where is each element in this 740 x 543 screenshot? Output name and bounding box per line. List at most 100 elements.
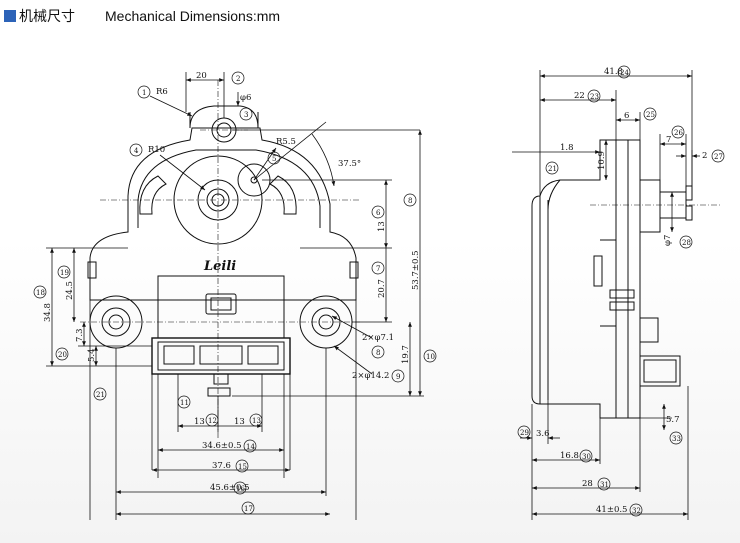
callout-18: 18 — [36, 289, 45, 297]
callout-1: 1 — [142, 89, 146, 97]
connector-slot-1 — [163, 345, 195, 365]
brand-logo-text: Leili — [203, 259, 236, 274]
dim-53-7: 53.7±0.5 — [411, 250, 421, 290]
dim-1-8: 1.8 — [560, 143, 574, 153]
callout-29: 29 — [520, 429, 529, 437]
dim-2xphi7-1: 2×φ7.1 — [362, 333, 394, 343]
left-clip — [87, 261, 97, 279]
callout-32: 32 — [632, 507, 641, 515]
dim-28: 28 — [582, 479, 593, 489]
dim-2: 2 — [702, 151, 707, 161]
callout-2: 2 — [236, 75, 240, 83]
connector-inner — [157, 341, 285, 371]
dim-13-right: 13 — [234, 417, 245, 427]
callout-30: 30 — [582, 453, 591, 461]
dim-angle: 37.5° — [338, 159, 361, 169]
dim-7-3: 7.3 — [75, 328, 85, 342]
right-clip — [349, 261, 359, 279]
center-slot-inner — [210, 297, 232, 311]
callout-12: 12 — [208, 417, 217, 425]
callout-16: 16 — [236, 485, 245, 493]
callout-31: 31 — [600, 481, 609, 489]
callout-28: 28 — [682, 239, 691, 247]
callout-24: 24 — [620, 69, 629, 77]
left-slot — [139, 175, 167, 215]
front-callouts: 1 2 3 4 5 6 7 8 8 9 10 11 12 13 14 15 16… — [33, 71, 437, 515]
callout-14: 14 — [246, 443, 255, 451]
front-view: Leili 20 R6 φ6 R10 R5.5 37.5° 13 53.7±0.… — [33, 71, 437, 520]
callout-26: 26 — [674, 129, 683, 137]
callout-5: 5 — [272, 155, 276, 163]
side-lower-tab — [639, 317, 659, 343]
dim-5-7: 5.7 — [666, 415, 680, 425]
dim-45-6: 45.6±0.5 — [210, 483, 250, 493]
connector-latch — [213, 373, 229, 385]
callout-19: 19 — [60, 269, 69, 277]
side-shaft-tip2 — [685, 205, 693, 221]
header-title-chinese: 机械尺寸 — [19, 9, 75, 25]
right-slot — [269, 175, 297, 215]
side-callouts: 21 23 24 25 26 27 28 29 30 31 32 33 — [517, 65, 725, 517]
dim-24-5: 24.5 — [65, 281, 75, 300]
dim-2xphi14-2: 2×φ14.2 — [352, 371, 389, 381]
header-bullet-icon — [4, 10, 16, 22]
callout-27: 27 — [714, 153, 723, 161]
callout-23: 23 — [590, 93, 599, 101]
connector-housing — [151, 337, 291, 375]
connector-slot-2 — [199, 345, 243, 365]
bottom-tab — [207, 387, 231, 397]
callout-8: 8 — [408, 197, 412, 205]
dim-34-6: 34.6±0.5 — [202, 441, 242, 451]
dim-16-8: 16.8 — [560, 451, 579, 461]
dim-r10: R10 — [148, 145, 165, 155]
dim-13: 13 — [377, 221, 387, 232]
callout-8b: 8 — [376, 349, 380, 357]
side-view: 41.8 22 6 1.8 10.9 7 2 φ7 3.6 16.8 5.7 2… — [512, 65, 725, 520]
callout-15: 15 — [238, 463, 247, 471]
dim-7: 7 — [666, 135, 671, 145]
dim-phi7: φ7 — [663, 235, 673, 246]
cam-center — [250, 176, 258, 184]
center-slot — [205, 293, 237, 315]
central-block — [157, 275, 285, 339]
dim-phi6: φ6 — [240, 93, 251, 103]
callout-13: 13 — [252, 417, 261, 425]
inner-contour — [137, 149, 321, 228]
callout-10: 10 — [426, 353, 435, 361]
callout-3: 3 — [244, 111, 248, 119]
dim-41: 41±0.5 — [596, 505, 627, 515]
dim-6: 6 — [624, 111, 629, 121]
side-connector — [639, 355, 681, 387]
dim-41-8: 41.8 — [604, 67, 623, 77]
side-shaft-base — [639, 179, 661, 233]
callout-11: 11 — [180, 399, 189, 407]
callout-25: 25 — [646, 111, 655, 119]
dim-13-left: 13 — [194, 417, 205, 427]
dim-34-8: 34.8 — [43, 303, 53, 322]
dim-5-4: 5.4 — [87, 348, 97, 362]
callout-7: 7 — [376, 265, 380, 273]
left-mount-hole-inner — [108, 314, 124, 330]
header-title-english: Mechanical Dimensions:mm — [105, 8, 281, 24]
dim-22: 22 — [574, 91, 585, 101]
section-header: 机械尺寸 Mechanical Dimensions:mm — [4, 6, 280, 26]
connector-slot-3 — [247, 345, 279, 365]
callout-4: 4 — [134, 147, 139, 155]
callout-6: 6 — [376, 209, 381, 217]
dim-r55: R5.5 — [276, 137, 296, 147]
top-lobe-outline — [189, 105, 259, 129]
dim-3-6: 3.6 — [536, 429, 550, 439]
callout-20: 20 — [58, 351, 67, 359]
dim-r6: R6 — [156, 87, 168, 97]
dim-37-6: 37.6 — [212, 461, 231, 471]
side-shaft-tip — [685, 185, 693, 201]
callout-21-side: 21 — [548, 165, 557, 173]
housing-outline — [89, 127, 357, 301]
side-connector-inner — [643, 359, 677, 383]
dim-20-7: 20.7 — [377, 279, 387, 298]
side-housing-outline — [531, 139, 641, 419]
callout-17: 17 — [244, 505, 253, 513]
callout-33: 33 — [672, 435, 681, 443]
dim-20: 20 — [196, 71, 207, 81]
